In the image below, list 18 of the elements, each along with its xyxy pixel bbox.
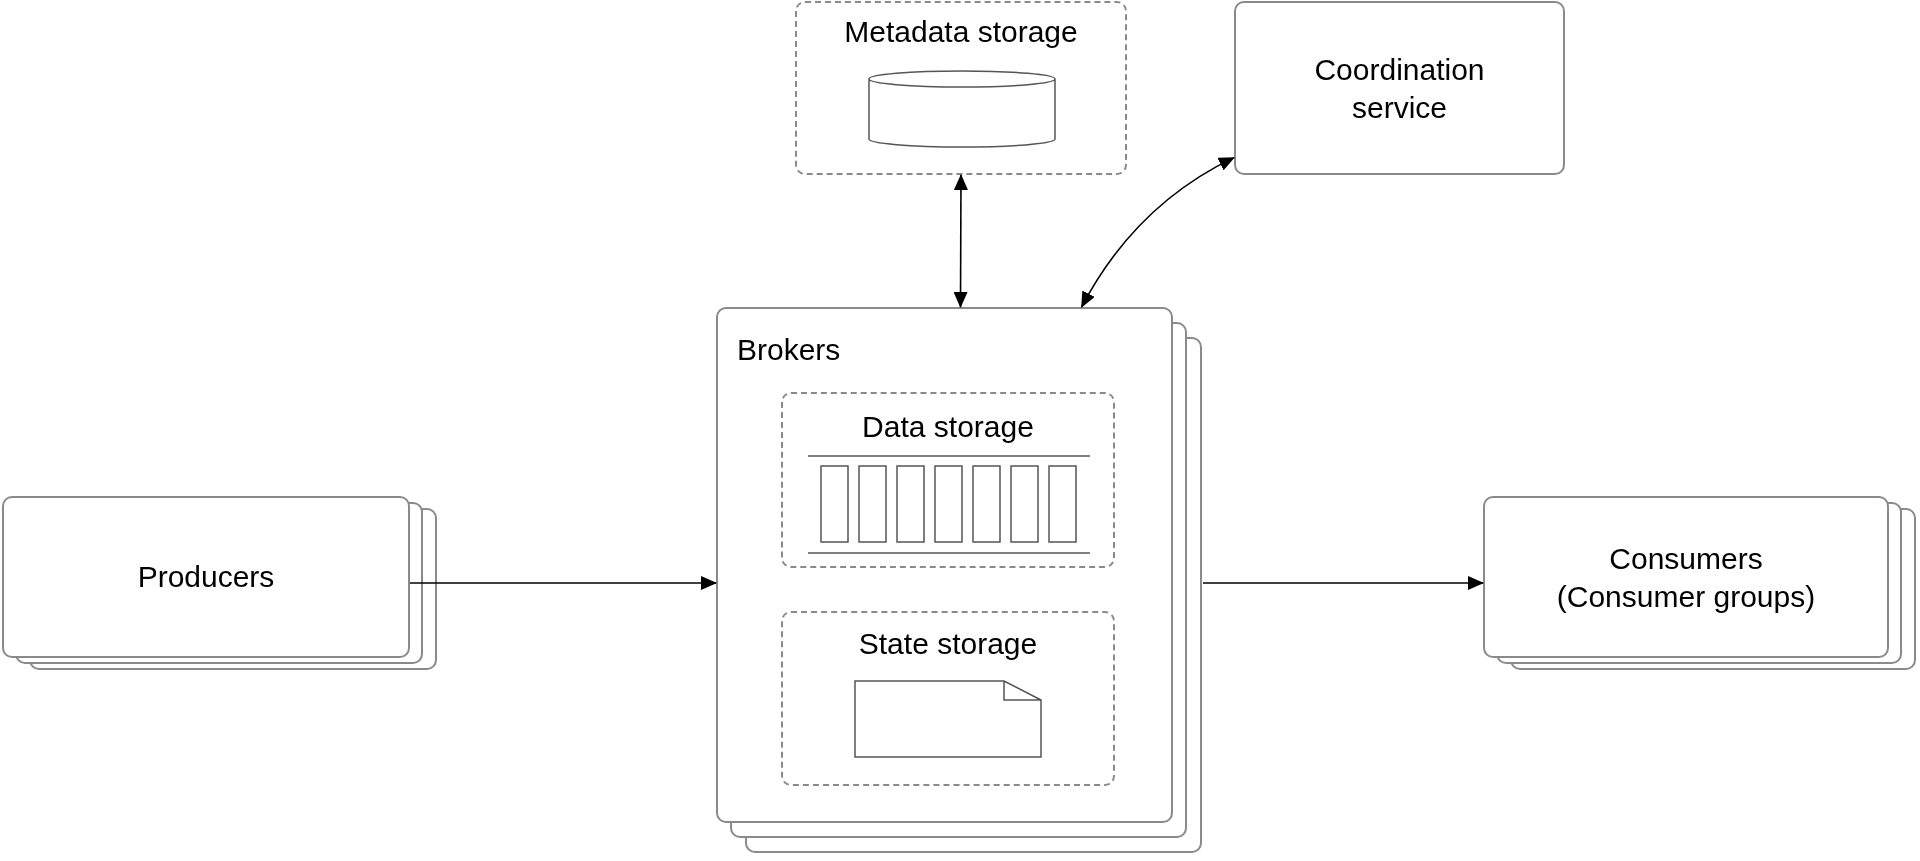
node-label: Coordination service (1313, 51, 1486, 125)
dashed-container-box (781, 611, 1115, 786)
node-label: Producers (136, 559, 276, 596)
arrow (409, 576, 717, 590)
component-box (1234, 1, 1565, 175)
arrow (1202, 576, 1484, 590)
component-box (1483, 496, 1889, 658)
node-label: Data storage (861, 409, 1035, 445)
node-label: State storage (857, 626, 1039, 662)
component-box (716, 307, 1173, 823)
arrow (953, 174, 968, 308)
node-label: Consumers (Consumer groups) (1555, 540, 1817, 615)
component-box (2, 496, 410, 658)
dashed-container-box (781, 392, 1115, 568)
dashed-container-box (795, 1, 1127, 175)
node-label: Metadata storage (843, 14, 1079, 50)
arrow (1080, 156, 1235, 308)
node-label: Brokers (737, 332, 841, 368)
